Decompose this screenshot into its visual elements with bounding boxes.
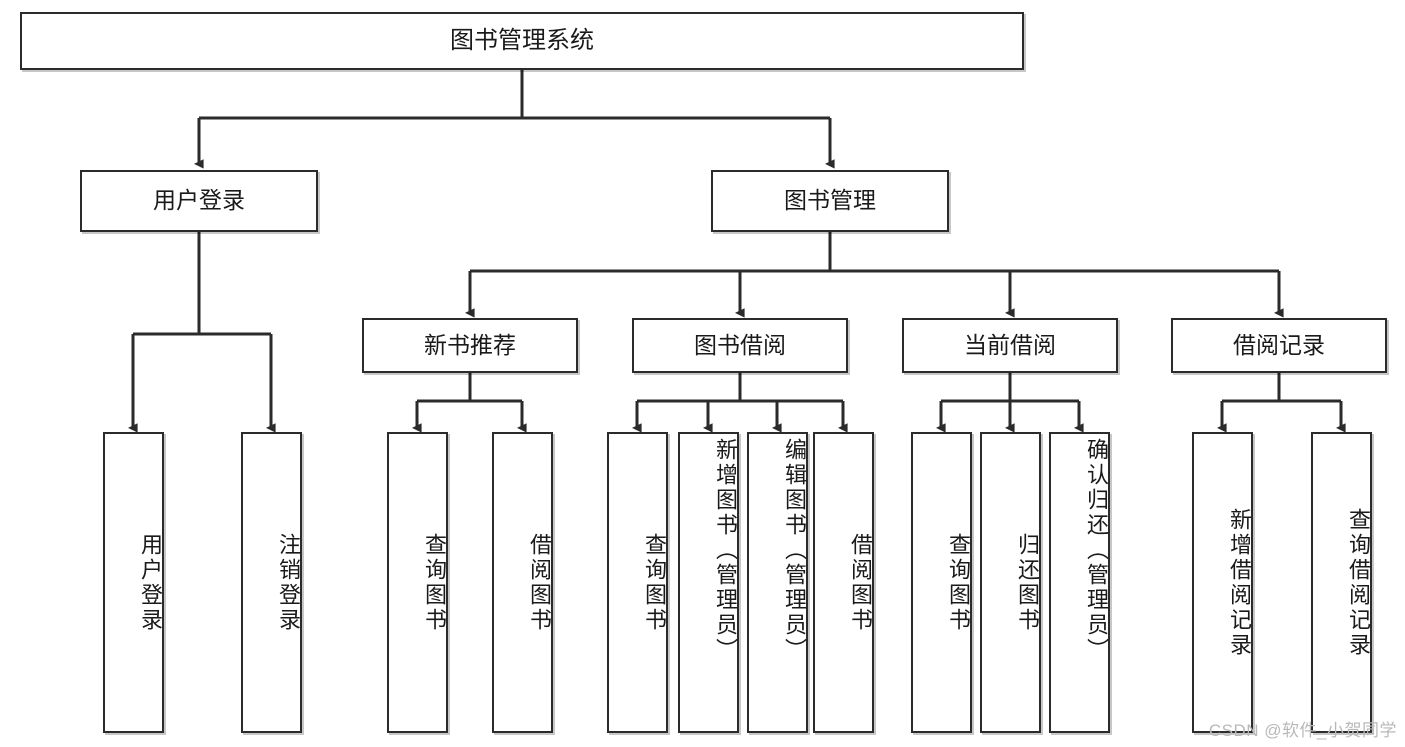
node-leaf-confirm-return[interactable]: 确认归还（管理员） (1049, 432, 1110, 733)
node-book-manage[interactable]: 图书管理 (711, 170, 949, 232)
node-leaf-logout-login[interactable]: 注销登录 (241, 432, 302, 733)
node-borrow-record-label: 借阅记录 (1233, 331, 1325, 358)
node-leaf-borrow-book-1-label: 借阅图书 (527, 532, 552, 633)
node-leaf-borrow-book-2-label: 借阅图书 (848, 532, 873, 633)
node-borrow-record[interactable]: 借阅记录 (1171, 318, 1387, 373)
node-leaf-edit-book-label: 编辑图书（管理员） (782, 438, 807, 663)
node-leaf-query-book-1-label: 查询图书 (422, 532, 447, 633)
node-leaf-edit-book[interactable]: 编辑图书（管理员） (747, 432, 808, 733)
node-leaf-add-book[interactable]: 新增图书（管理员） (678, 432, 739, 733)
node-user-login-label: 用户登录 (153, 187, 245, 214)
node-root[interactable]: 图书管理系统 (20, 12, 1024, 70)
node-leaf-query-record-label: 查询借阅记录 (1346, 507, 1371, 658)
node-leaf-add-record[interactable]: 新增借阅记录 (1192, 432, 1253, 733)
node-leaf-user-login-label: 用户登录 (138, 532, 163, 633)
watermark-text: CSDN @软件_小贺同学 (1208, 721, 1397, 740)
node-leaf-query-record[interactable]: 查询借阅记录 (1311, 432, 1372, 733)
node-leaf-confirm-return-label: 确认归还（管理员） (1084, 438, 1109, 663)
node-root-label: 图书管理系统 (450, 26, 594, 54)
node-leaf-add-book-label: 新增图书（管理员） (713, 438, 738, 663)
node-leaf-borrow-book-1[interactable]: 借阅图书 (492, 432, 553, 733)
node-leaf-user-login[interactable]: 用户登录 (103, 432, 164, 733)
node-leaf-return-book-label: 归还图书 (1015, 532, 1040, 633)
node-current-borrow-label: 当前借阅 (964, 331, 1056, 358)
node-leaf-query-book-2-label: 查询图书 (642, 532, 667, 633)
node-book-borrow-label: 图书借阅 (694, 331, 786, 358)
node-user-login[interactable]: 用户登录 (80, 170, 318, 232)
node-leaf-query-book-2[interactable]: 查询图书 (607, 432, 668, 733)
node-new-book-recommend[interactable]: 新书推荐 (362, 318, 578, 373)
node-book-borrow[interactable]: 图书借阅 (632, 318, 848, 373)
node-leaf-query-book-1[interactable]: 查询图书 (387, 432, 448, 733)
node-leaf-borrow-book-2[interactable]: 借阅图书 (813, 432, 874, 733)
node-leaf-add-record-label: 新增借阅记录 (1227, 507, 1252, 658)
node-current-borrow[interactable]: 当前借阅 (902, 318, 1118, 373)
node-leaf-logout-login-label: 注销登录 (276, 532, 301, 633)
node-leaf-query-book-3[interactable]: 查询图书 (911, 432, 972, 733)
node-book-manage-label: 图书管理 (784, 187, 876, 214)
node-new-book-recommend-label: 新书推荐 (424, 331, 516, 358)
node-leaf-query-book-3-label: 查询图书 (946, 532, 971, 633)
node-leaf-return-book[interactable]: 归还图书 (980, 432, 1041, 733)
